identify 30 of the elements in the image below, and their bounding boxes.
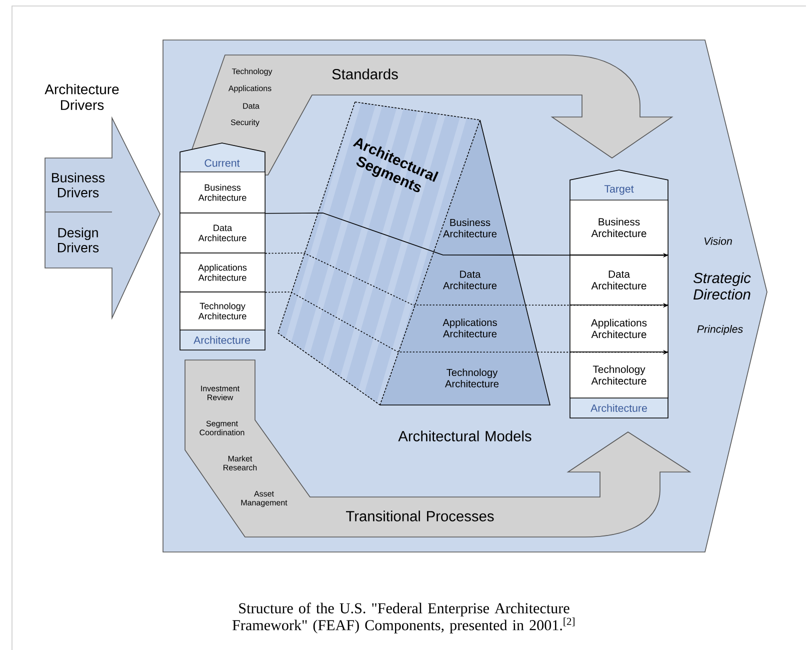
band-item: Asset Management [241, 490, 288, 508]
band-item: Market Research [224, 456, 257, 470]
band-item: Segment Coordination [200, 420, 244, 436]
band-item: Investment Review [201, 386, 240, 400]
table-cell: Data Architecture [180, 212, 266, 254]
table-cell: Business Architecture [180, 172, 266, 214]
table-cell: Technology Architecture [570, 352, 668, 398]
model-label: Architectural Models [398, 430, 532, 442]
band-item: Security [230, 119, 260, 127]
drivers-label: Business Drivers [52, 172, 105, 198]
italic-label: Vision [704, 237, 732, 245]
column-footer: Architecture [194, 336, 250, 344]
band-item: Data [243, 103, 260, 109]
table-cell: Applications Architecture [180, 252, 266, 292]
band-label: Transitional Processes [346, 510, 494, 522]
band-item: Technology [232, 68, 272, 76]
band-label: Standards [332, 68, 398, 80]
heading-text: Architecture Drivers [44, 84, 119, 110]
column-footer: Architecture [590, 404, 647, 412]
column-header: Target [604, 185, 634, 195]
drivers-label: Design Drivers [58, 228, 99, 252]
italic-label: Principles [697, 325, 743, 335]
table-cell: Business Architecture [570, 200, 668, 256]
italic-label: Strategic Direction [693, 272, 751, 300]
table-cell: Data Architecture [570, 254, 668, 306]
band-item: Applications [228, 85, 272, 93]
caption: Structure of the U.S. "Federal Enterprise Architecture Framework" (FEAF) Components, presented in 2001.$^{[2]}$ [232, 602, 574, 634]
table-cell: Applications Architecture [570, 304, 668, 352]
column-header: Current [204, 159, 240, 167]
table-cell: Technology Architecture [180, 292, 266, 330]
